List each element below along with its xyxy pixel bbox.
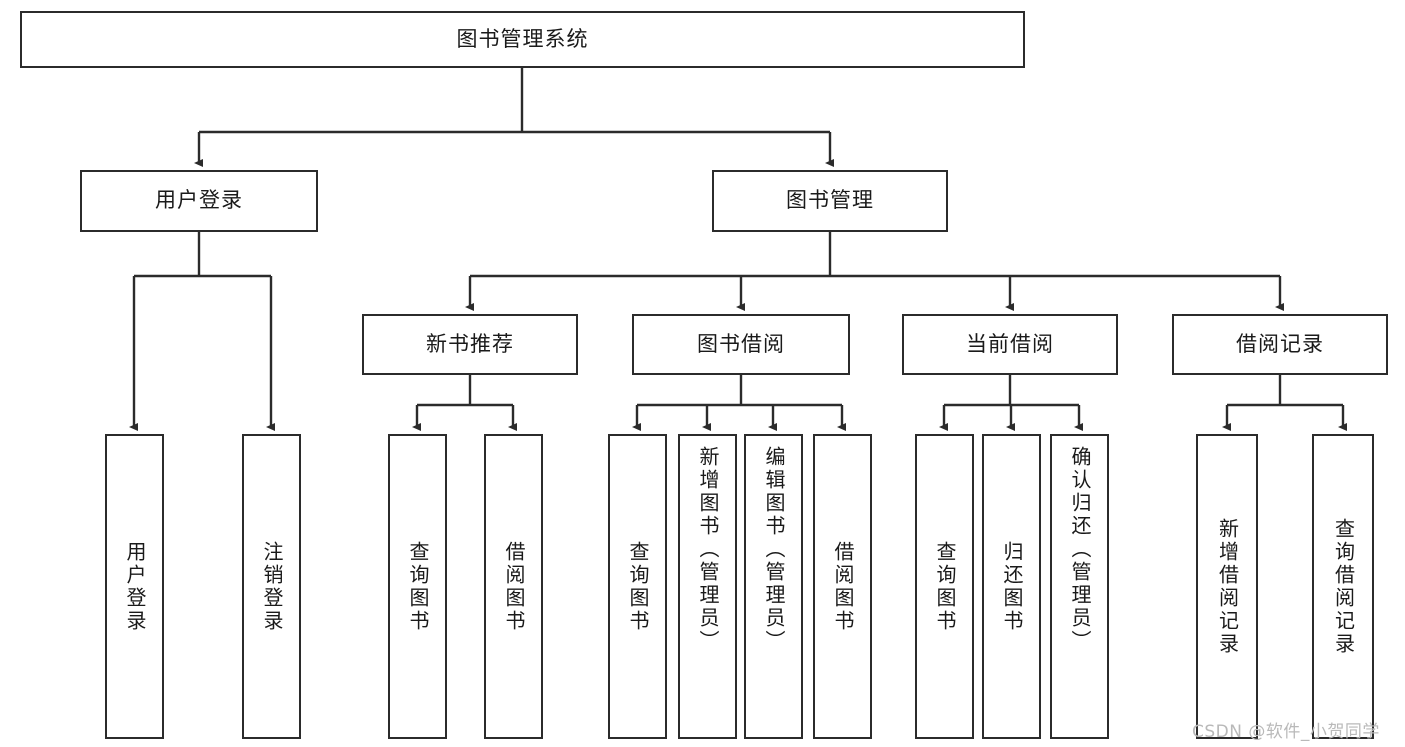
node-leaf-add-book-admin-label: 新增图书（管理员） [696, 446, 720, 653]
node-current-borrow[interactable]: 当前借阅 [902, 314, 1118, 375]
node-leaf-borrow-book-1-label: 借阅图书 [502, 540, 526, 633]
node-leaf-query-book-2-label: 查询图书 [626, 540, 650, 633]
node-root[interactable]: 图书管理系统 [20, 11, 1025, 68]
csdn-watermark: CSDN @软件_小贺同学 [1192, 722, 1380, 742]
node-leaf-query-book-3[interactable]: 查询图书 [915, 434, 974, 739]
node-leaf-add-book-admin[interactable]: 新增图书（管理员） [678, 434, 737, 739]
node-leaf-edit-book-admin-label: 编辑图书（管理员） [762, 446, 786, 653]
node-leaf-user-login-label: 用户登录 [123, 540, 147, 633]
node-leaf-edit-book-admin[interactable]: 编辑图书（管理员） [744, 434, 803, 739]
node-book-manage-label: 图书管理 [786, 188, 874, 213]
node-leaf-user-login[interactable]: 用户登录 [105, 434, 164, 739]
node-leaf-borrow-book-2[interactable]: 借阅图书 [813, 434, 872, 739]
node-leaf-logout[interactable]: 注销登录 [242, 434, 301, 739]
node-new-book-recommend[interactable]: 新书推荐 [362, 314, 578, 375]
node-leaf-add-borrow-record-label: 新增借阅记录 [1215, 517, 1240, 656]
node-user-login-label: 用户登录 [155, 188, 243, 213]
node-leaf-logout-label: 注销登录 [260, 540, 284, 633]
node-leaf-return-book[interactable]: 归还图书 [982, 434, 1041, 739]
node-leaf-return-book-label: 归还图书 [1000, 540, 1024, 633]
node-leaf-query-book-1-label: 查询图书 [406, 540, 430, 633]
node-leaf-query-book-1[interactable]: 查询图书 [388, 434, 447, 739]
node-book-borrow[interactable]: 图书借阅 [632, 314, 850, 375]
node-leaf-query-book-2[interactable]: 查询图书 [608, 434, 667, 739]
node-current-borrow-label: 当前借阅 [966, 331, 1054, 356]
node-leaf-query-book-3-label: 查询图书 [933, 540, 957, 633]
node-leaf-query-borrow-record-label: 查询借阅记录 [1331, 517, 1356, 656]
node-leaf-query-borrow-record[interactable]: 查询借阅记录 [1312, 434, 1374, 739]
node-leaf-borrow-book-2-label: 借阅图书 [831, 540, 855, 633]
node-book-borrow-label: 图书借阅 [697, 331, 785, 356]
node-new-book-recommend-label: 新书推荐 [426, 331, 514, 356]
node-borrow-record-label: 借阅记录 [1236, 331, 1324, 356]
node-borrow-record[interactable]: 借阅记录 [1172, 314, 1388, 375]
node-leaf-confirm-return-admin-label: 确认归还（管理员） [1068, 446, 1092, 653]
node-leaf-confirm-return-admin[interactable]: 确认归还（管理员） [1050, 434, 1109, 739]
node-leaf-add-borrow-record[interactable]: 新增借阅记录 [1196, 434, 1258, 739]
node-root-label: 图书管理系统 [456, 26, 589, 51]
node-user-login[interactable]: 用户登录 [80, 170, 318, 232]
node-leaf-borrow-book-1[interactable]: 借阅图书 [484, 434, 543, 739]
node-book-manage[interactable]: 图书管理 [712, 170, 948, 232]
